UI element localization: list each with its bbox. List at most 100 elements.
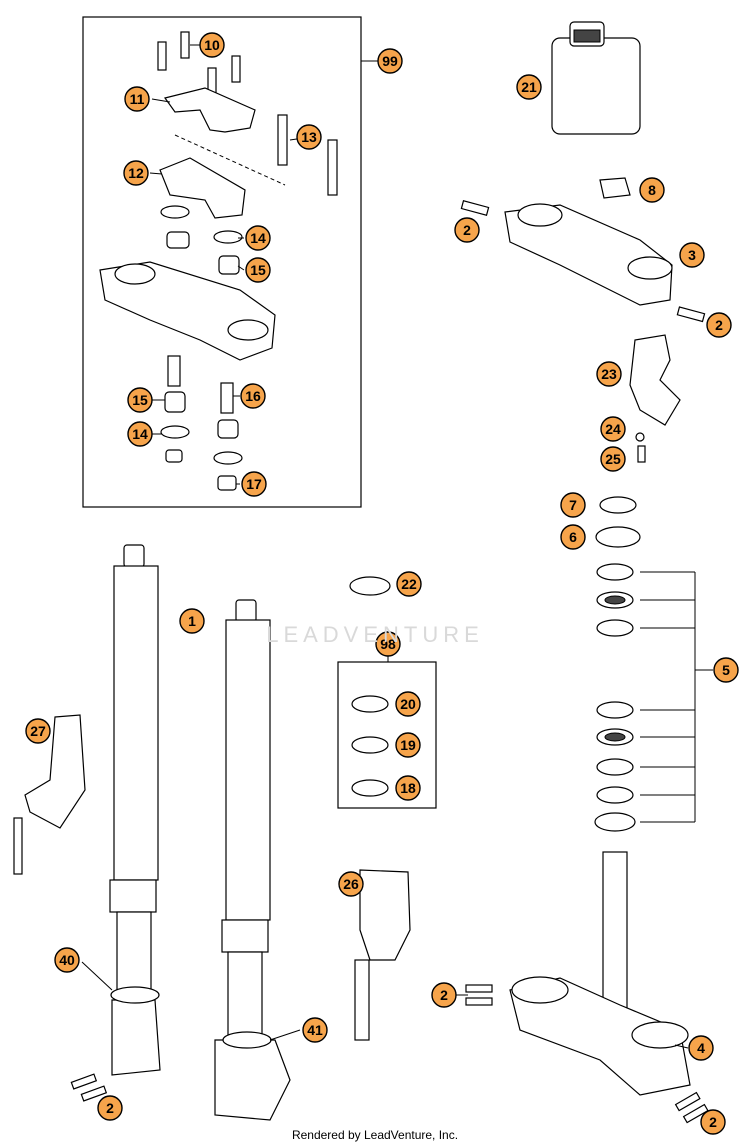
callout-41: 41: [302, 1017, 328, 1043]
svg-text:18: 18: [400, 780, 416, 796]
callout-24: 24: [600, 416, 626, 442]
callout-16: 16: [240, 383, 266, 409]
lower-triple-clamp: [509, 851, 691, 1096]
bearing-set-bracket: [640, 571, 713, 823]
fork-guard-26: [359, 869, 411, 961]
svg-text:13: 13: [301, 129, 317, 145]
steering-nut-6: [595, 526, 641, 548]
handlebar-clamp-lower: [159, 157, 246, 219]
clamp-41: [222, 1031, 272, 1049]
top-nut-8: [599, 177, 631, 199]
seal-19: [351, 736, 389, 754]
seal-18: [351, 779, 389, 797]
svg-text:22: 22: [401, 576, 417, 592]
pin-16a: [167, 355, 181, 387]
callout-5: 5: [713, 657, 739, 683]
svg-text:20: 20: [400, 696, 416, 712]
nut-17: [217, 475, 237, 491]
svg-text:21: 21: [521, 79, 537, 95]
callout-21: 21: [516, 74, 542, 100]
callout-3: 3: [679, 242, 705, 268]
callout-26: 26: [338, 871, 364, 897]
svg-text:12: 12: [128, 165, 144, 181]
svg-text:15: 15: [132, 392, 148, 408]
callout-15: 15: [127, 387, 153, 413]
svg-text:2: 2: [709, 1114, 717, 1130]
callout-13: 13: [296, 124, 322, 150]
svg-text:7: 7: [569, 497, 577, 513]
callout-1: 1: [179, 608, 205, 634]
callout-6: 6: [560, 524, 586, 550]
callout-4: 4: [688, 1035, 714, 1061]
pin-16b: [220, 382, 234, 414]
callout-22: 22: [396, 571, 422, 597]
seal-20: [351, 695, 389, 713]
svg-text:16: 16: [245, 388, 261, 404]
fork-leg-right: [214, 599, 291, 1121]
callout-98: 98: [375, 631, 401, 657]
svg-text:41: 41: [307, 1022, 323, 1038]
svg-text:8: 8: [648, 182, 656, 198]
fork-oil-canister: [551, 21, 641, 135]
bolts-10: [157, 31, 241, 95]
svg-text:2: 2: [463, 222, 471, 238]
svg-text:14: 14: [250, 230, 266, 246]
svg-text:99: 99: [382, 53, 398, 69]
svg-text:26: 26: [343, 876, 359, 892]
svg-text:25: 25: [605, 451, 621, 467]
cover-23: [629, 334, 681, 426]
callout-2: 2: [454, 217, 480, 243]
handlebar-clamp-upper: [163, 87, 256, 133]
fork-leg-left: [109, 544, 161, 1076]
bushing-15-upper: [166, 231, 190, 249]
svg-text:2: 2: [440, 987, 448, 1003]
long-bolt-13a: [277, 114, 288, 166]
callout-40: 40: [54, 947, 80, 973]
steering-nut-7: [599, 496, 637, 514]
svg-text:5: 5: [722, 662, 730, 678]
callout-7: 7: [560, 492, 586, 518]
callout-20: 20: [395, 691, 421, 717]
svg-text:15: 15: [250, 262, 266, 278]
svg-text:2: 2: [106, 1100, 114, 1116]
svg-text:3: 3: [688, 247, 696, 263]
render-credit: Rendered by LeadVenture, Inc.: [291, 1128, 459, 1142]
callout-27: 27: [25, 718, 51, 744]
svg-text:19: 19: [400, 737, 416, 753]
long-bolt-13b: [327, 139, 338, 196]
callout-18: 18: [395, 775, 421, 801]
callout-10: 10: [199, 32, 225, 58]
svg-text:2: 2: [715, 317, 723, 333]
callout-15: 15: [245, 257, 271, 283]
bolt-2-upper-left: [460, 200, 490, 216]
callout-12: 12: [123, 160, 149, 186]
bearing-set-5: [594, 563, 636, 832]
watermark: LEADVENTURE: [266, 622, 484, 647]
kit-99-box: [82, 16, 362, 508]
washer-24: [635, 432, 645, 442]
bolt-2-upper-right: [676, 306, 706, 323]
callout-2: 2: [706, 312, 732, 338]
svg-text:27: 27: [30, 723, 46, 739]
callout-25: 25: [600, 446, 626, 472]
svg-text:1: 1: [188, 613, 196, 629]
svg-text:40: 40: [59, 952, 75, 968]
callout-14: 14: [245, 225, 271, 251]
upper-triple-clamp: [504, 204, 673, 306]
callout-2: 2: [431, 982, 457, 1008]
callout-11: 11: [124, 86, 150, 112]
svg-text:23: 23: [601, 366, 617, 382]
svg-text:24: 24: [605, 421, 621, 437]
svg-text:17: 17: [246, 476, 262, 492]
callout-2: 2: [700, 1109, 726, 1135]
callout-2: 2: [97, 1095, 123, 1121]
callout-8: 8: [639, 177, 665, 203]
bolt-25: [637, 445, 646, 463]
svg-text:98: 98: [380, 636, 396, 652]
callout-19: 19: [395, 732, 421, 758]
svg-text:10: 10: [204, 37, 220, 53]
svg-text:14: 14: [132, 426, 148, 442]
svg-text:4: 4: [697, 1040, 705, 1056]
callout-23: 23: [596, 361, 622, 387]
